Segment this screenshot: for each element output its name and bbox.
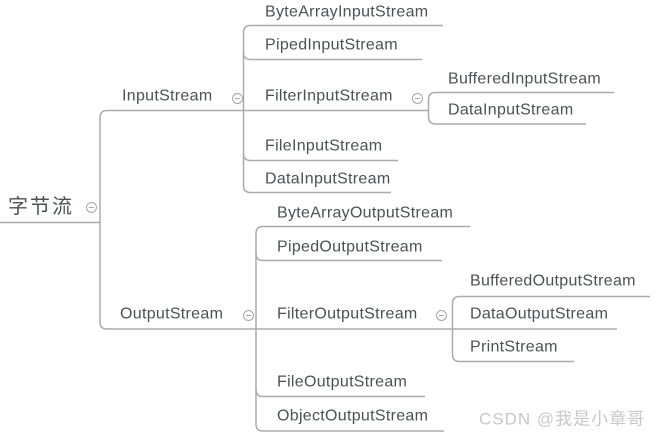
topic-fileoutputstream[interactable]: FileOutputStream	[277, 373, 408, 391]
collapse-minus-icon-filterinputstream[interactable]	[411, 92, 423, 104]
topic-printstream[interactable]: PrintStream	[470, 338, 558, 356]
collapse-minus-icon-filteroutputstream[interactable]	[435, 309, 447, 321]
topic-bytearrayinputstream[interactable]: ByteArrayInputStream	[265, 3, 429, 21]
connector-input-children	[242, 24, 443, 194]
collapse-minus-icon-outputstream[interactable]	[242, 309, 254, 321]
topic-objectoutputstream[interactable]: ObjectOutputStream	[277, 407, 429, 425]
connector-fileinput	[242, 153, 398, 162]
topic-bufferedinputstream[interactable]: BufferedInputStream	[448, 70, 602, 88]
topic-bufferedoutputstream[interactable]: BufferedOutputStream	[470, 272, 636, 290]
topic-pipedinputstream[interactable]: PipedInputStream	[265, 36, 398, 54]
connector-fileoutput	[255, 389, 425, 398]
connector-filterinput-children	[427, 91, 614, 125]
topic-dataoutputstream[interactable]: DataOutputStream	[470, 305, 609, 323]
csdn-watermark: CSDN @我是小章哥	[479, 409, 646, 429]
connector-filteroutput-children	[451, 295, 650, 363]
topic-fileinputstream[interactable]: FileInputStream	[265, 137, 383, 155]
topic-datainputstream[interactable]: DataInputStream	[265, 170, 391, 188]
connector-pipedoutput	[255, 253, 442, 262]
topic-bytearrayoutputstream[interactable]: ByteArrayOutputStream	[277, 204, 454, 222]
topic-inputstream[interactable]: InputStream	[122, 87, 213, 105]
collapse-minus-icon-inputstream[interactable]	[231, 92, 243, 104]
topic-filterinputstream[interactable]: FilterInputStream	[265, 87, 393, 105]
topic-pipedoutputstream[interactable]: PipedOutputStream	[277, 238, 423, 256]
topic-root-byte-stream[interactable]: 字节流	[8, 195, 74, 218]
connector-output-children	[255, 225, 470, 432]
topic-datainputstream-filter-child[interactable]: DataInputStream	[448, 101, 574, 119]
collapse-minus-icon-root[interactable]	[85, 201, 97, 213]
connector-pipedinput	[242, 52, 422, 61]
topic-filteroutputstream[interactable]: FilterOutputStream	[277, 305, 418, 323]
connector-main-spine	[99, 109, 617, 330]
topic-outputstream[interactable]: OutputStream	[120, 305, 224, 323]
